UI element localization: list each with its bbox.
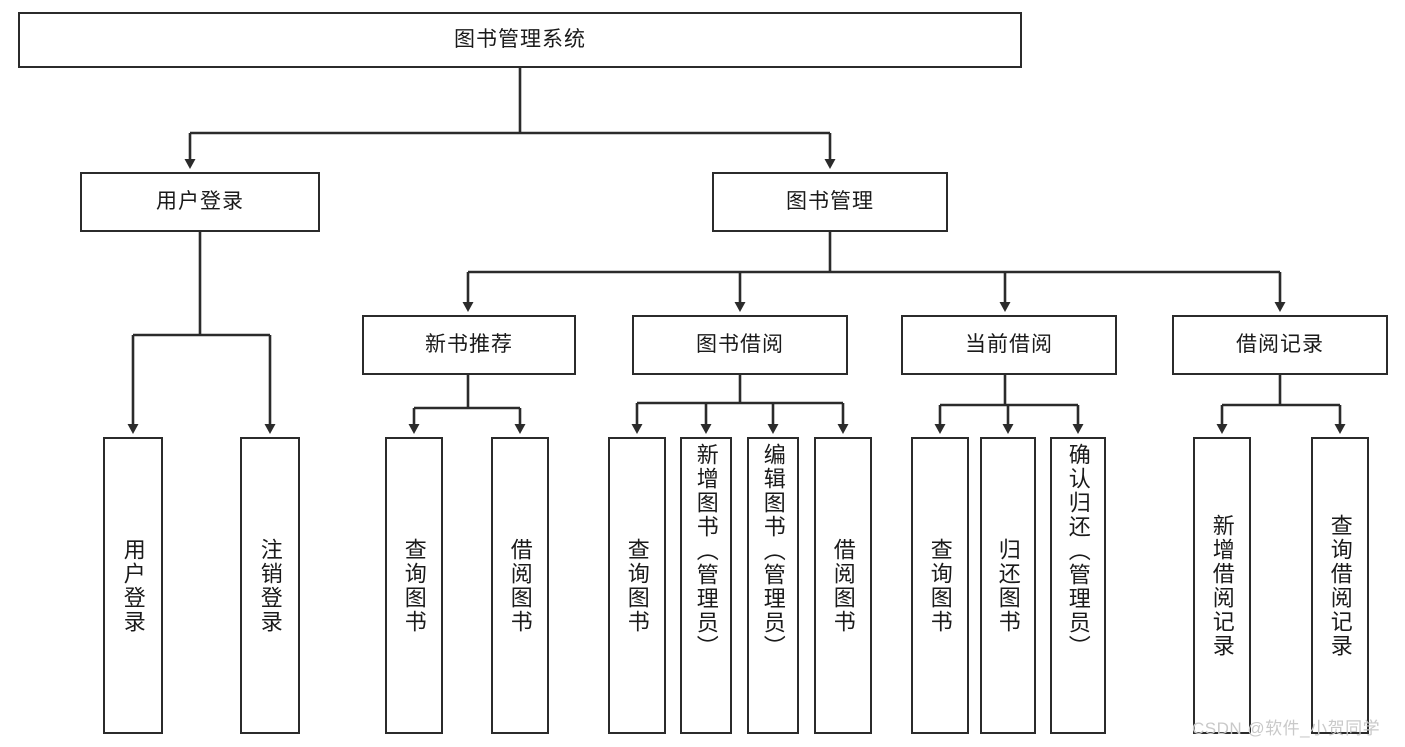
node-root[interactable]: 图书管理系统 <box>18 12 1022 68</box>
node-leaf-user-login-label: 用户登录 <box>120 537 146 634</box>
csdn-watermark: CSDN @软件_小贺同学 <box>1192 719 1381 738</box>
node-book-borrow[interactable]: 图书借阅 <box>632 315 848 375</box>
node-leaf-return-book[interactable]: 归还图书 <box>980 437 1036 734</box>
node-new-book-rec-label: 新书推荐 <box>425 333 513 357</box>
node-user-login-label: 用户登录 <box>156 190 244 214</box>
node-new-book-rec[interactable]: 新书推荐 <box>362 315 576 375</box>
node-book-manage[interactable]: 图书管理 <box>712 172 948 232</box>
node-leaf-query-book-2-label: 查询图书 <box>624 537 650 634</box>
node-book-manage-label: 图书管理 <box>786 190 874 214</box>
node-root-label: 图书管理系统 <box>454 28 586 52</box>
node-leaf-borrow-book-2-label: 借阅图书 <box>830 537 856 634</box>
node-leaf-add-record-label: 新增借阅记录 <box>1209 513 1235 658</box>
node-leaf-query-book-3[interactable]: 查询图书 <box>911 437 969 734</box>
node-current-borrow-label: 当前借阅 <box>965 333 1053 357</box>
node-leaf-add-record[interactable]: 新增借阅记录 <box>1193 437 1251 734</box>
node-borrow-record[interactable]: 借阅记录 <box>1172 315 1388 375</box>
node-leaf-query-record-label: 查询借阅记录 <box>1327 513 1353 658</box>
node-leaf-edit-book-label: 编辑图书（管理员） <box>760 443 786 659</box>
node-borrow-record-label: 借阅记录 <box>1236 333 1324 357</box>
node-leaf-add-book[interactable]: 新增图书（管理员） <box>680 437 732 734</box>
node-leaf-add-book-label: 新增图书（管理员） <box>693 443 719 659</box>
node-leaf-borrow-book-1-label: 借阅图书 <box>507 537 533 634</box>
node-book-borrow-label: 图书借阅 <box>696 333 784 357</box>
node-leaf-query-book-1[interactable]: 查询图书 <box>385 437 443 734</box>
node-leaf-user-login[interactable]: 用户登录 <box>103 437 163 734</box>
node-leaf-query-book-3-label: 查询图书 <box>927 537 953 634</box>
node-leaf-borrow-book-2[interactable]: 借阅图书 <box>814 437 872 734</box>
node-current-borrow[interactable]: 当前借阅 <box>901 315 1117 375</box>
node-leaf-logout-label: 注销登录 <box>257 537 283 634</box>
node-leaf-confirm-return-label: 确认归还（管理员） <box>1065 443 1091 659</box>
node-leaf-logout[interactable]: 注销登录 <box>240 437 300 734</box>
node-leaf-borrow-book-1[interactable]: 借阅图书 <box>491 437 549 734</box>
node-leaf-edit-book[interactable]: 编辑图书（管理员） <box>747 437 799 734</box>
node-leaf-query-book-1-label: 查询图书 <box>401 537 427 634</box>
node-leaf-return-book-label: 归还图书 <box>995 537 1021 634</box>
node-leaf-query-book-2[interactable]: 查询图书 <box>608 437 666 734</box>
node-leaf-query-record[interactable]: 查询借阅记录 <box>1311 437 1369 734</box>
node-leaf-confirm-return[interactable]: 确认归还（管理员） <box>1050 437 1106 734</box>
node-user-login[interactable]: 用户登录 <box>80 172 320 232</box>
